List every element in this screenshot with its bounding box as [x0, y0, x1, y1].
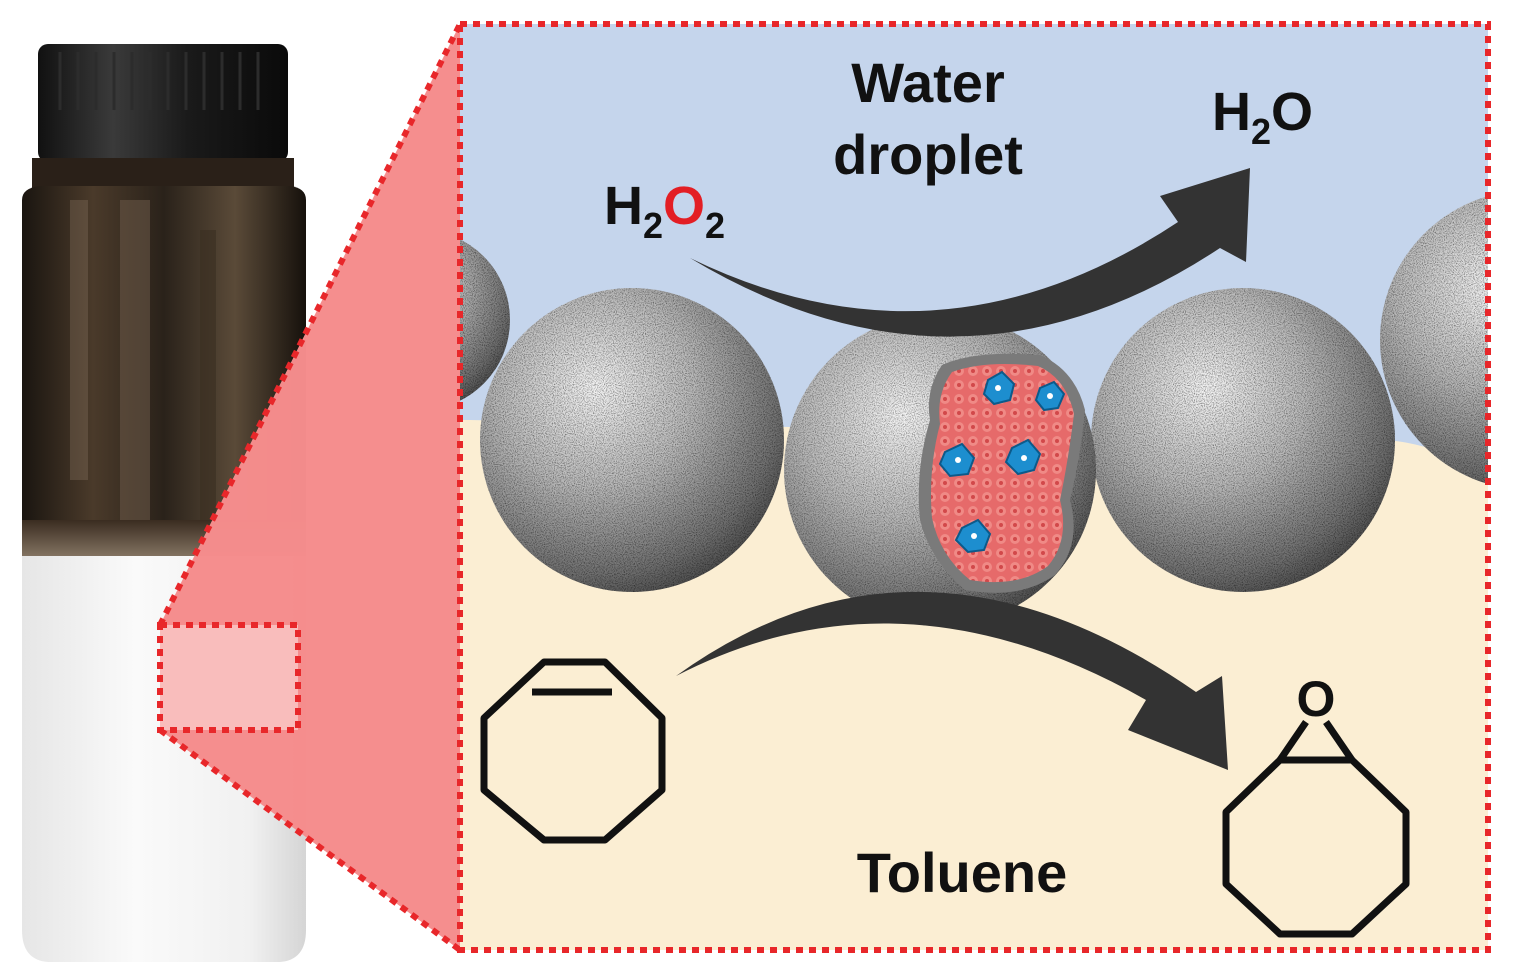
- water-droplet-label-line1: Water: [851, 51, 1005, 114]
- silica-sphere: [1091, 288, 1395, 592]
- water-droplet-label-line2: droplet: [833, 123, 1023, 186]
- h2o-sub: 2: [1251, 111, 1271, 152]
- zoom-panel-border: [457, 21, 1491, 953]
- silica-sphere-cutaway: [784, 314, 1096, 626]
- silica-sphere: [1380, 196, 1488, 484]
- h2o-h: H: [1212, 82, 1251, 142]
- h2o2-sub1: 2: [643, 205, 663, 246]
- h2o2-sub2: 2: [705, 205, 725, 246]
- h2o2-label: H2O2: [604, 176, 725, 246]
- epoxide-oxygen-label: O: [1297, 671, 1336, 727]
- cap-ridges-icon: [58, 52, 260, 110]
- cyclooctene-structure-icon: [480, 658, 666, 844]
- zoom-source-box: [157, 622, 301, 733]
- h2o2-o: O: [663, 176, 705, 236]
- silica-sphere-row: [460, 196, 1488, 626]
- h2o-o: O: [1271, 82, 1313, 142]
- h2o-label: H2O: [1212, 82, 1313, 152]
- upper-reaction-arrow: [690, 168, 1250, 337]
- cyclooctene-oxide-structure-icon: [1222, 720, 1410, 938]
- h2o2-h: H: [604, 176, 643, 236]
- toluene-label: Toluene: [857, 841, 1068, 904]
- lower-reaction-arrow: [676, 591, 1228, 770]
- vial-cap: [38, 44, 288, 162]
- zoom-guide-lines: [157, 22, 463, 953]
- silica-sphere: [480, 288, 784, 592]
- silica-sphere: [460, 239, 510, 401]
- zoom-panel: Water droplet H2O2 H2O O Toluene: [460, 24, 1488, 950]
